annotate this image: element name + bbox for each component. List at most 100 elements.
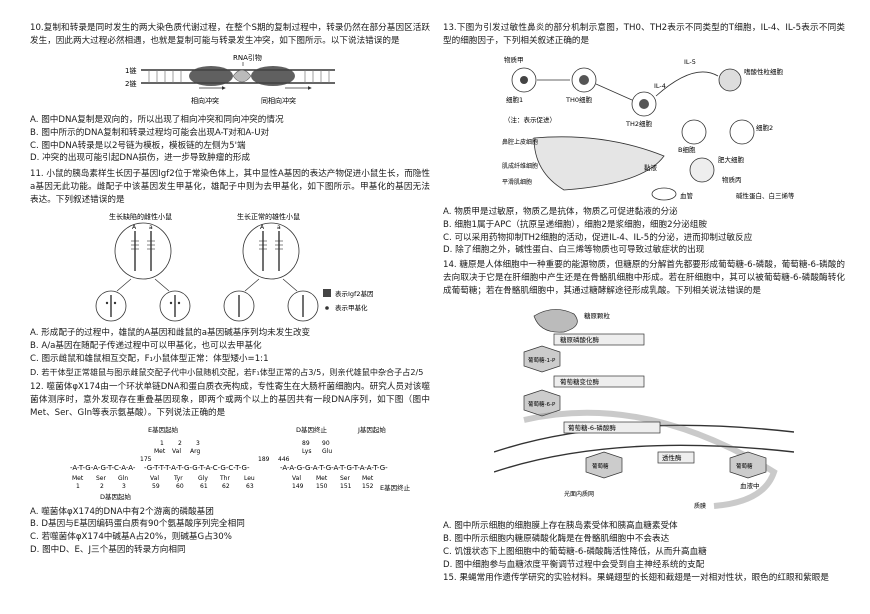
below-num-61: 61	[200, 483, 208, 490]
question-10-option-d: D. 冲突的出现可能引起DNA损伤，进一步导致肿瘤的形成	[30, 153, 251, 164]
male-mouse-label: 生长正常的雄性小鼠	[237, 212, 300, 221]
female-allele-a: a	[149, 224, 153, 231]
above-num-3: 3	[196, 440, 200, 447]
th0-label: TH0细胞	[565, 95, 592, 104]
question-15: 15. 果蝇常用作遗传学研究的实验材料。果蝇翅型的长翅和截翅是一对相对性状，眼色…	[443, 572, 845, 585]
above-aa-val: Val	[172, 448, 181, 455]
question-14-option-a: A. 图中所示细胞的细胞膜上存在胰岛素受体和胰高血糖素受体	[443, 521, 678, 532]
strand2-label: 2链	[125, 79, 136, 88]
th2-shape	[631, 91, 657, 117]
methylation-figure: 生长缺陷的雌性小鼠 生长正常的雄性小鼠 A a A a	[65, 211, 395, 323]
fibroblast-label: 肌成纤维细胞	[502, 162, 538, 170]
female-cell-top	[114, 222, 172, 280]
glucose-label-2: 葡萄糖	[736, 462, 753, 470]
question-11-option-c: C. 图示雌鼠和雄鼠相互交配，F₁小鼠体型正常：体型矮小=1:1	[30, 353, 269, 364]
co-directional-label: 同相向冲突	[261, 96, 296, 105]
th0-shape	[571, 67, 597, 93]
g6pase-box	[563, 421, 661, 434]
above-num-1: 1	[160, 440, 164, 447]
question-13-option-c: C. 可以采用药物抑制TH2细胞的活动，促进IL-4、IL-5的分泌，进而抑制过…	[443, 232, 753, 243]
methylation-legend-swatch	[325, 306, 329, 310]
question-14-stem: 14. 糖原是人体细胞中一种重要的能源物质，但糖原的分解首先都要形成葡萄糖-6-…	[443, 260, 845, 297]
above-num-90: 90	[322, 440, 330, 447]
above-aa-glu: Glu	[322, 448, 332, 455]
strand1-label: 1链	[125, 66, 136, 75]
mast-cell-shape	[689, 157, 715, 183]
polymerase-left	[189, 65, 233, 86]
right-column: 13.下图为引发过敏性鼻炎的部分机制示意图，TH0、TH2表示不同类型的T细胞，…	[443, 22, 845, 588]
b-cell-label: B细胞	[678, 145, 696, 154]
female-gamete-1	[95, 290, 127, 322]
question-11: 11. 小鼠的胰岛素样生长因子基因Igf2位于常染色体上，其中显性A基因的表达产…	[30, 168, 430, 377]
glucose-hexagon-2	[729, 451, 767, 479]
gene-legend-label: 表示Igf2基因	[335, 289, 373, 298]
below-num-149: 149	[292, 483, 304, 490]
head-on-label: 相向冲突	[191, 96, 219, 105]
note-label: （注：表示促进）	[504, 115, 556, 124]
above-num-2: 2	[178, 440, 182, 447]
transporter-label: 透性酶	[662, 453, 682, 462]
sequence-3: -A-A-G-G-A-T-G-A-T-G-T-A-A-T-G-	[280, 464, 388, 472]
below-aa-val: Val	[150, 475, 159, 482]
below-aa-leu: Leu	[244, 475, 255, 482]
g1p-hexagon	[523, 345, 561, 373]
replication-transcription-figure: RNA引物 1链 2链 相向冲突	[115, 52, 345, 110]
below-num-62: 62	[222, 483, 230, 490]
smooth-muscle-label: 平滑肌细胞	[502, 178, 532, 186]
polymerase-right	[251, 65, 295, 86]
question-13-option-d: D. 除了细胞之外，碱性蛋白、白三烯等物质也可导致过敏症状的出现	[443, 245, 705, 256]
below-aa-met: Met	[72, 475, 84, 482]
glucose-hexagon-1	[585, 451, 623, 479]
e-gene-end-label: E基因终止	[380, 483, 411, 492]
below-num-63: 63	[246, 483, 254, 490]
below-num-59: 59	[152, 483, 160, 490]
mast-cell-label: 肥大细胞	[718, 155, 745, 164]
substance-a-label: 物质甲	[504, 55, 524, 64]
membrane-label: 质膜	[694, 502, 706, 510]
d-gene-start-label: D基因起始	[100, 492, 132, 501]
below-aa-ser: Ser	[96, 475, 107, 482]
question-11-stem: 11. 小鼠的胰岛素样生长因子基因Igf2位于常染色体上，其中显性A基因的表达产…	[30, 169, 430, 206]
blood-label: 血液中	[740, 481, 760, 490]
pos-189: 189	[258, 456, 270, 463]
question-10-option-c: C. 图中DNA转录是以2号链为模板，模板链的左侧为5'端	[30, 140, 246, 151]
cell2-label: 细胞2	[756, 123, 773, 132]
allergy-mechanism-diagram: 物质甲 细胞1 TH0细胞 TH2细胞 IL-5 IL-4 嗜酸性粒细胞 B细胞	[502, 55, 794, 201]
question-12-option-d: D. 图中D、E、J三个基因的转录方向相同	[30, 545, 186, 556]
question-11-option-d: D. 若干体型正常雄鼠与图示雌鼠交配子代中小鼠随机交配，若F₁体型正常的占3/5…	[30, 366, 424, 377]
sequence-2: -G-T-T-T-A-T-G-G-T-A-C-G-C-T-G-	[144, 464, 250, 472]
below-num-2: 2	[100, 483, 104, 490]
epithelium-label: 鼻腔上皮细胞	[502, 138, 538, 146]
below-aa-val-2: Val	[292, 475, 301, 482]
pos-175: 175	[140, 456, 152, 463]
below-num-150: 150	[316, 483, 328, 490]
replication-conflict-diagram: RNA引物 1链 2链 相向冲突	[125, 53, 335, 105]
mucus-label: 黏液	[644, 163, 658, 172]
g1p-label: 葡萄糖-1-P	[528, 356, 556, 364]
question-13-option-b: B. 细胞1属于APC（抗原呈递细胞），细胞2是浆细胞，细胞2分泌组胺	[443, 219, 707, 230]
il5-label: IL-5	[684, 58, 696, 66]
question-15-stem: 15. 果蝇常用作遗传学研究的实验材料。果蝇翅型的长翅和截翅是一对相对性状，眼色…	[443, 572, 829, 583]
b-cell-shape	[681, 119, 707, 145]
glycogen-breakdown-diagram: 糖原颗粒 糖原磷酸化酶 葡萄糖-1-P 葡萄糖变位酶 葡萄糖-6-P 葡萄糖-6…	[494, 309, 794, 510]
glycogen-figure: 糖原颗粒 糖原磷酸化酶 葡萄糖-1-P 葡萄糖变位酶 葡萄糖-6-P 葡萄糖-6…	[494, 302, 794, 516]
mouse-chromosome-diagram: 生长缺陷的雌性小鼠 生长正常的雄性小鼠 A a A a	[95, 212, 373, 322]
allergy-mechanism-figure: 物质甲 细胞1 TH0细胞 TH2细胞 IL-5 IL-4 嗜酸性粒细胞 B细胞	[494, 52, 794, 202]
question-12-stem: 12. 噬菌体φX174由一个环状单链DNA和蛋白质衣壳构成，专性寄生在大肠杆菌…	[30, 381, 430, 418]
overlapping-genes-figure: E基因起始 D基因终止 J基因起始 1 2 3 Met Val Arg 175 …	[40, 424, 420, 502]
il4-label: IL-4	[654, 82, 666, 90]
below-aa-gly: Gly	[198, 475, 208, 482]
question-12-option-b: B. D基因与E基因编码蛋白质有90个氨基酸序列完全相同	[30, 519, 245, 530]
th2-label: TH2细胞	[625, 119, 652, 128]
above-aa-lys: Lys	[302, 448, 311, 455]
above-aa-arg: Arg	[190, 448, 200, 455]
male-allele-a: a	[277, 224, 281, 231]
below-aa-ser-2: Ser	[340, 475, 351, 482]
cell2-shape	[729, 119, 755, 145]
vessel-shape	[651, 187, 677, 201]
overlapping-genes-diagram: E基因起始 D基因终止 J基因起始 1 2 3 Met Val Arg 175 …	[70, 425, 411, 501]
d-gene-end-label: D基因终止	[296, 425, 328, 434]
protein-label: 碱性蛋白、白三烯等	[736, 191, 794, 200]
below-aa-met-2: Met	[316, 475, 328, 482]
g6p-hexagon	[523, 389, 561, 417]
